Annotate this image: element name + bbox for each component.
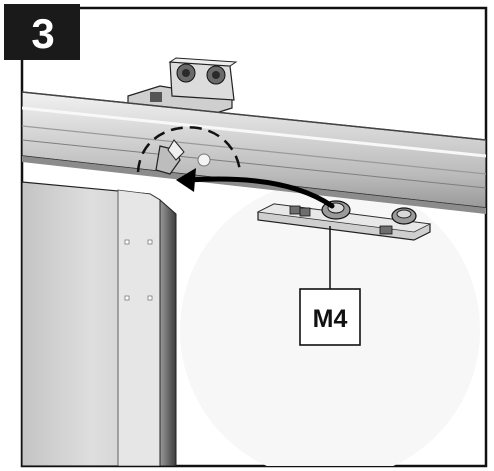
part-label: M4 bbox=[313, 305, 348, 333]
bolt-icon bbox=[289, 205, 393, 235]
bolt-icon bbox=[206, 65, 226, 85]
dashed-circle-icon bbox=[136, 126, 242, 173]
step-badge: 3 bbox=[4, 4, 80, 60]
panel-screw-holes bbox=[124, 239, 153, 301]
step-number: 3 bbox=[31, 10, 54, 57]
roller-hanger bbox=[155, 139, 211, 175]
m4-bracket-part bbox=[256, 200, 432, 241]
part-label-box: M4 bbox=[299, 288, 361, 346]
door-panel bbox=[22, 181, 177, 466]
bolt-icon bbox=[176, 63, 196, 83]
ceiling-bracket bbox=[127, 57, 238, 119]
roller-icon bbox=[391, 207, 417, 225]
curved-arrow-icon bbox=[176, 168, 335, 209]
